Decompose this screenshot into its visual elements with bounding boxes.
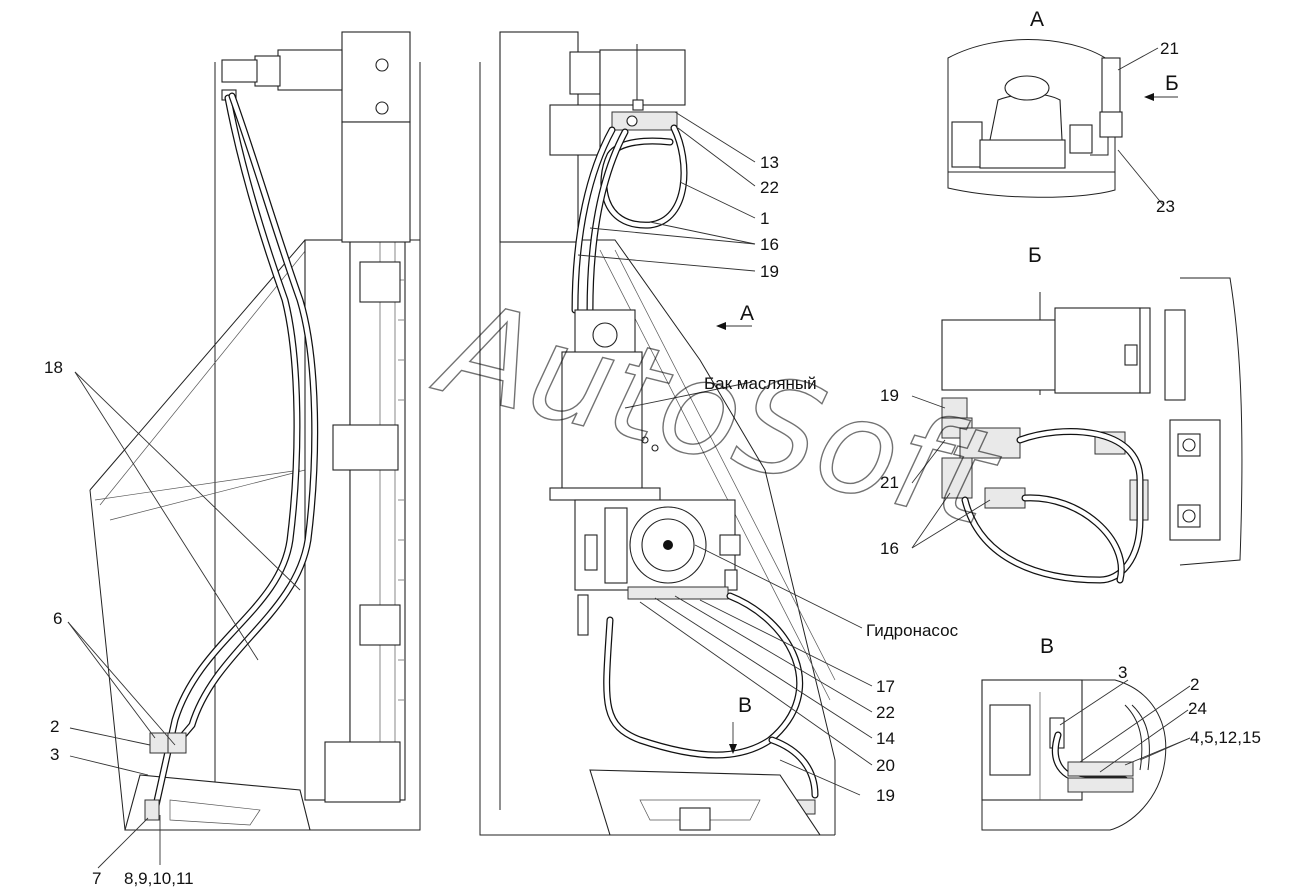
detail-view-a bbox=[947, 39, 1123, 198]
callout: 13 bbox=[760, 153, 779, 172]
callout: 3 bbox=[1118, 663, 1127, 682]
callout: 16 bbox=[880, 539, 899, 558]
callout: 19 bbox=[876, 786, 895, 805]
callout: 16 bbox=[760, 235, 779, 254]
view-v-title: В bbox=[1040, 635, 1054, 658]
callout: 22 bbox=[876, 703, 895, 722]
callout: 24 bbox=[1188, 699, 1207, 718]
callout: 21 bbox=[1160, 39, 1179, 58]
callout: 6 bbox=[53, 609, 62, 628]
oil-tank-label: Бак масляный bbox=[704, 374, 817, 393]
callout: 3 bbox=[50, 745, 59, 764]
view-arrows bbox=[716, 93, 1178, 754]
callout: 7 bbox=[92, 869, 101, 888]
callout: 14 bbox=[876, 729, 895, 748]
view-b-arrow-label: Б bbox=[1165, 72, 1179, 95]
detail-view-v bbox=[981, 679, 1167, 831]
callout: 2 bbox=[1190, 675, 1199, 694]
callout: 20 bbox=[876, 756, 895, 775]
callout: 8,9,10,11 bbox=[124, 869, 194, 888]
callout: 18 bbox=[44, 358, 63, 377]
callout: 19 bbox=[880, 386, 899, 405]
callout: 1 bbox=[760, 209, 769, 228]
view-v-arrow-label: В bbox=[738, 694, 752, 717]
callout: 19 bbox=[760, 262, 779, 281]
view-a-arrow-label: А bbox=[740, 302, 754, 325]
pump-label: Гидронасос bbox=[866, 621, 959, 640]
view-b-title: Б bbox=[1028, 244, 1042, 267]
callout: 22 bbox=[760, 178, 779, 197]
left-ladder-marks bbox=[398, 279, 404, 701]
leader-lines bbox=[67, 47, 1191, 869]
left-side-view bbox=[89, 31, 421, 831]
middle-front-view bbox=[479, 31, 836, 836]
callout: 4,5,12,15 bbox=[1190, 728, 1261, 747]
callout: 2 bbox=[50, 717, 59, 736]
callout: 23 bbox=[1156, 197, 1175, 216]
callout: 17 bbox=[876, 677, 895, 696]
detail-view-b bbox=[941, 277, 1243, 584]
callout: 21 bbox=[880, 473, 899, 492]
callout-numbers: 18 6 2 3 7 8,9,10,11 13 22 1 16 19 17 22… bbox=[44, 39, 1261, 888]
view-a-title: А bbox=[1030, 8, 1044, 31]
